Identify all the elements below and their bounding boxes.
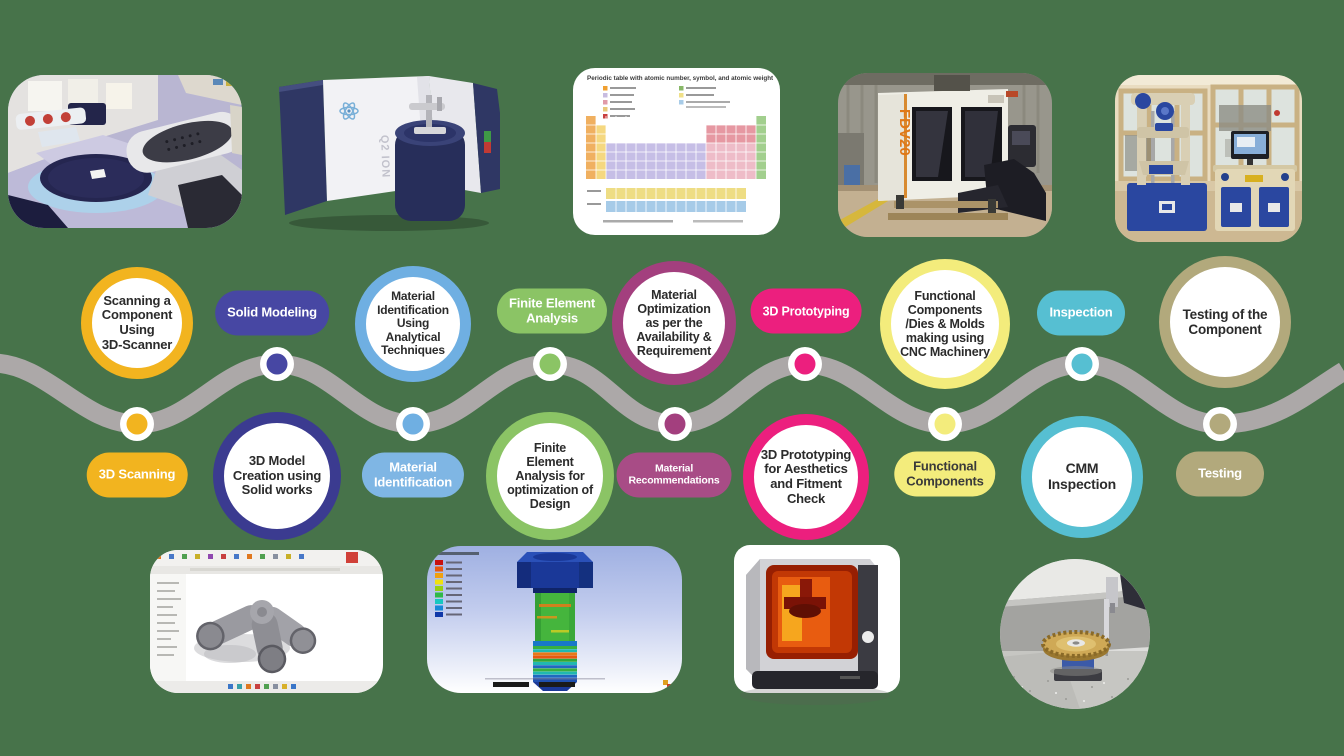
wave-node-solid-modeling [260,347,294,381]
taskbar-icons [228,684,296,689]
fea-bolt-model [517,552,593,691]
wave-node-finite-element-analysis [533,347,567,381]
cnc-model-label: FDV20 [896,109,913,156]
step-circle-functional-components: Functional Components /Dies & Molds maki… [880,259,1010,389]
step-circle-material-optimization: Material Optimization as per the Availab… [612,261,736,385]
step-circle-3d-prototyping-check: 3D Prototyping for Aesthetics and Fitmen… [743,414,869,540]
wave-node-material-optimization [658,407,692,441]
atom-logo-icon [339,102,359,120]
photo-3d-printer [720,545,900,715]
wave-node-3d-prototyping [788,347,822,381]
step-pill-inspection: Inspection [1037,290,1125,336]
spectrometer-model-label: Q2 ION [378,135,392,179]
photo-cmm-machine [1000,559,1150,709]
step-circle-cmm-inspection: CMM Inspection [1021,416,1143,538]
periodic-table-legend [603,86,730,119]
step-pill-functional-components: Functional Components [894,451,996,497]
periodic-table-title: Periodic table with atomic number, symbo… [587,75,774,82]
utm-machine [1127,93,1207,231]
fea-legend [435,560,462,617]
universal-joint-model [194,600,317,674]
step-pill-testing: Testing [1176,451,1264,497]
step-circle-testing-component: Testing of the Component [1159,256,1291,388]
step-circle-fea-optimization: Finite Element Analysis for optimization… [486,412,614,540]
step-circle-3d-model-creation: 3D Model Creation using Solid works [213,412,341,540]
wave-node-inspection [1065,347,1099,381]
gear-workpiece [1041,630,1111,681]
solidworks-toolbar-icons [156,552,358,563]
step-pill-material-identification: Material Identification [361,452,465,498]
wave-node-material-identification [396,407,430,441]
step-circle-material-identification: Material Identification Using Analytical… [355,266,471,382]
photo-fea-simulation [427,546,682,693]
step-pill-material-recommendations: Material Recommendations [616,452,732,498]
step-pill-solid-modeling: Solid Modeling [215,290,329,336]
wave-node-3d-scanning [120,407,154,441]
step-pill-3d-scanning: 3D Scanning [86,452,188,498]
step-circle-scanning-component: Scanning a Component Using 3D-Scanner [81,267,193,379]
photo-spectrometer: Q2 ION [277,73,500,233]
step-pill-finite-element-analysis: Finite Element Analysis [496,288,608,334]
periodic-table-grid [586,116,766,212]
photo-solidworks-model [150,550,383,693]
utm-console [1213,131,1297,231]
scanner-arm [126,111,242,173]
photo-cnc-machine: FDV20 [838,73,1052,237]
wave-node-functional-components [928,407,962,441]
step-pill-3d-prototyping: 3D Prototyping [750,288,862,334]
photo-universal-testing-machine [1115,75,1302,242]
wave-node-testing [1203,407,1237,441]
photo-3d-scanner [8,75,242,228]
photo-periodic-table: Periodic table with atomic number, symbo… [573,68,780,235]
sla-printer [746,559,878,689]
